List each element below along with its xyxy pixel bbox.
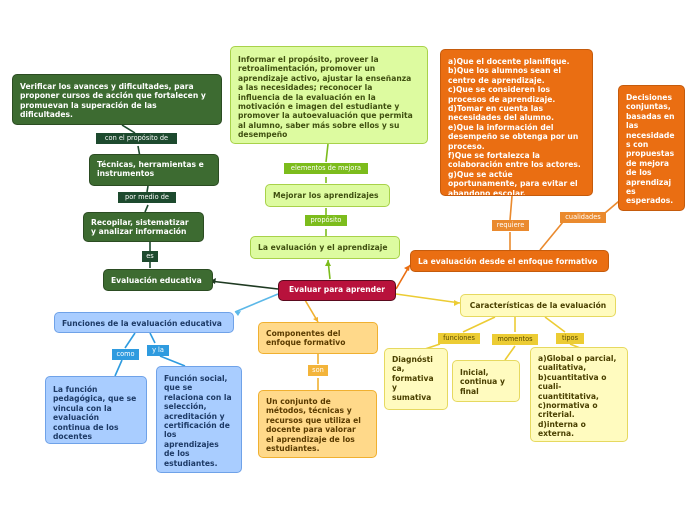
label-son: son [308, 365, 328, 376]
label-como: como [112, 349, 139, 360]
label-funciones: funciones [438, 333, 480, 344]
label-proposito: propósito [305, 215, 347, 226]
node-decisiones[interactable]: Decisiones conjuntas, basadas en las nec… [618, 85, 685, 211]
node-verificar[interactable]: Verificar los avances y dificultades, pa… [12, 74, 222, 125]
node-tipos-lista[interactable]: a)Global o parcial, cualitativa, b)cuant… [530, 347, 628, 442]
node-inicial[interactable]: Inicial, continua y final [452, 360, 520, 402]
label-tipos: tipos [556, 333, 584, 344]
node-funcion-social[interactable]: Función social, que se relaciona con la … [156, 366, 242, 473]
node-informar[interactable]: Informar el propósito, proveer la retroa… [230, 46, 428, 144]
node-requisitos[interactable]: a)Que el docente planifique. b)Que los a… [440, 49, 593, 196]
node-enfoque-formativo[interactable]: La evaluación desde el enfoque formativo [410, 250, 609, 272]
node-componentes[interactable]: Componentes del enfoque formativo [258, 322, 378, 354]
node-diagnostica[interactable]: Diagnósti ca, formativa y sumativa [384, 348, 448, 410]
node-evaluacion-educativa[interactable]: Evaluación educativa [103, 269, 213, 291]
label-elementos-de-mejora: elementos de mejora [284, 163, 368, 174]
node-caracteristicas[interactable]: Características de la evaluación [460, 294, 616, 317]
label-y-la: y la [147, 345, 169, 356]
label-con-el-proposito: con el propósito de [96, 133, 177, 144]
node-recopilar[interactable]: Recopilar, sistematizar y analizar infor… [83, 212, 204, 242]
central-topic[interactable]: Evaluar para aprender [278, 280, 396, 301]
node-evaluacion-aprendizaje[interactable]: La evaluación y el aprendizaje [250, 236, 400, 259]
label-requiere: requiere [492, 220, 529, 231]
node-conjunto-metodos[interactable]: Un conjunto de métodos, técnicas y recur… [258, 390, 377, 458]
label-cualidades: cualidades [560, 212, 606, 223]
label-por-medio-de: por medio de [118, 192, 176, 203]
node-tecnicas[interactable]: Técnicas, herramientas e instrumentos [89, 154, 219, 186]
label-momentos: momentos [492, 334, 538, 345]
label-es: es [142, 251, 158, 262]
node-funcion-pedagogica[interactable]: La función pedagógica, que se vincula co… [45, 376, 147, 444]
node-mejorar-aprendizajes[interactable]: Mejorar los aprendizajes [265, 184, 390, 207]
node-funciones-evaluacion[interactable]: Funciones de la evaluación educativa [54, 312, 234, 333]
